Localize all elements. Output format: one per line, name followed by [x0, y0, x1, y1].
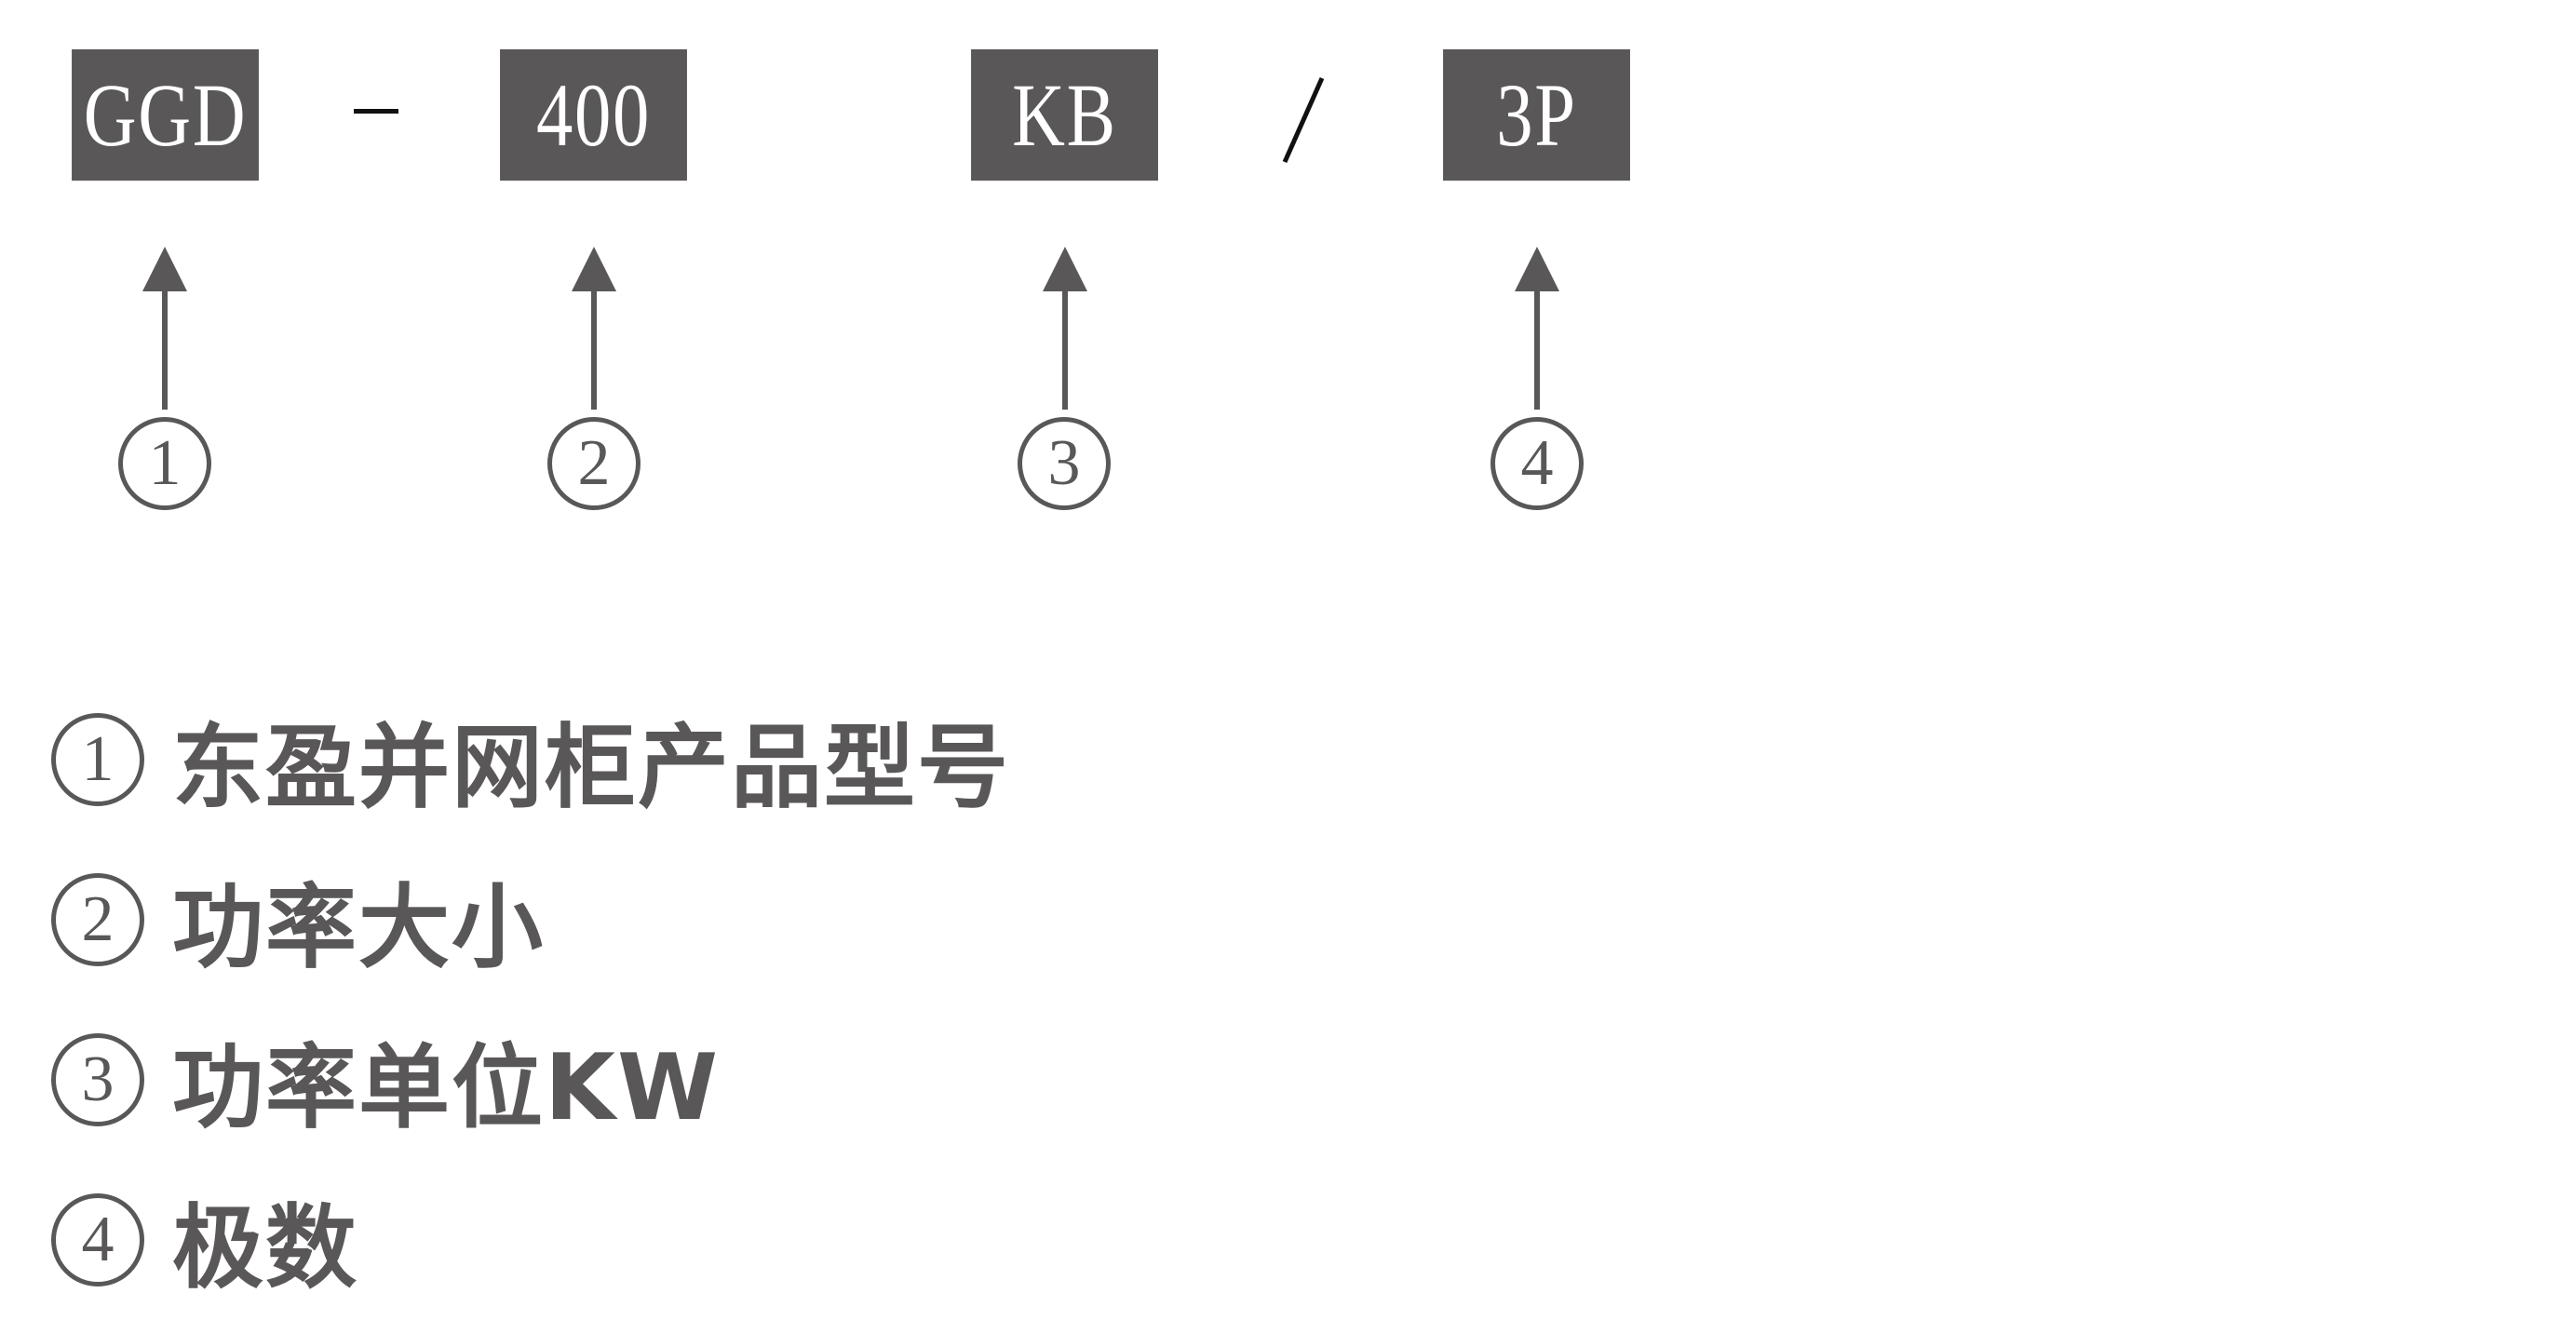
slash-separator	[1282, 76, 1325, 164]
legend-marker-4: 4	[51, 1193, 144, 1286]
code-segment-3p: 3P	[1443, 49, 1630, 181]
legend-text-2: 功率大小	[172, 875, 546, 981]
legend-text-1: 东盈并网柜产品型号	[172, 715, 1011, 821]
legend: 1 东盈并网柜产品型号 2 功率大小 3 功率单位KW 4 极数	[51, 680, 1010, 1320]
legend-text-3: 功率单位KW	[172, 1035, 721, 1141]
arrow-up-icon	[1515, 247, 1559, 410]
dash-separator	[354, 109, 398, 114]
legend-item-3: 3 功率单位KW	[51, 1000, 1010, 1160]
code-segment-kb: KB	[971, 49, 1158, 181]
code-segment-400: 400	[500, 49, 687, 181]
marker-2: 2	[547, 417, 641, 510]
arrow-up-icon	[142, 247, 187, 410]
marker-4: 4	[1490, 417, 1584, 510]
legend-item-1: 1 东盈并网柜产品型号	[51, 680, 1010, 840]
legend-item-4: 4 极数	[51, 1160, 1010, 1320]
legend-text-4: 极数	[172, 1195, 359, 1301]
code-segment-ggd: GGD	[72, 49, 259, 181]
arrow-up-icon	[572, 247, 616, 410]
arrow-up-icon	[1043, 247, 1087, 410]
marker-1: 1	[118, 417, 211, 510]
legend-marker-1: 1	[51, 713, 144, 806]
legend-item-2: 2 功率大小	[51, 840, 1010, 1000]
marker-3: 3	[1018, 417, 1111, 510]
legend-marker-2: 2	[51, 873, 144, 966]
legend-marker-3: 3	[51, 1033, 144, 1126]
